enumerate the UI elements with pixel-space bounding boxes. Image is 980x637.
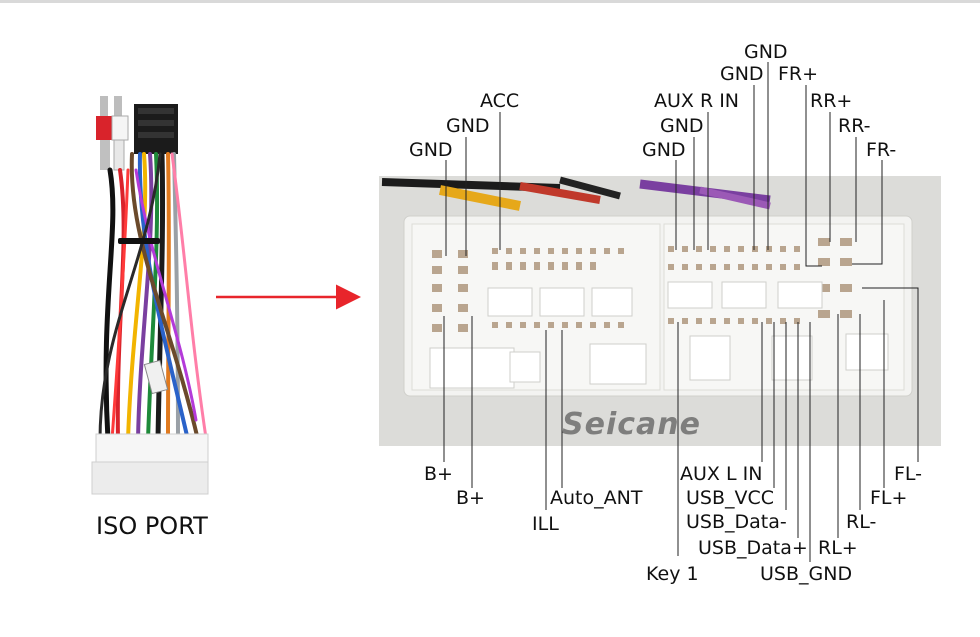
top-pin-labels: GND GND ACC GND GND AUX R IN GND GND FR+… bbox=[409, 41, 896, 161]
wire-bundle bbox=[98, 151, 208, 443]
pin-label-ill: ILL bbox=[532, 513, 559, 535]
right-latches bbox=[667, 281, 889, 381]
iso-port-caption: ISO PORT bbox=[96, 512, 208, 540]
pin-label-aux-l-in: AUX L IN bbox=[680, 463, 762, 485]
pin-label-gnd: GND bbox=[642, 139, 686, 161]
wire-sticker-icon bbox=[143, 359, 169, 395]
pin-label-gnd: GND bbox=[660, 115, 704, 137]
right-pin-holes bbox=[668, 238, 852, 324]
pin-label-usb-data-minus: USB_Data- bbox=[686, 511, 787, 533]
pin-label-usb-data-plus: USB_Data+ bbox=[698, 537, 808, 559]
pin-label-acc: ACC bbox=[480, 90, 519, 112]
iso-harness-image bbox=[91, 96, 209, 495]
leader-lines bbox=[443, 62, 919, 562]
pin-label-b-plus: B+ bbox=[456, 487, 485, 509]
cable-tie-icon bbox=[118, 238, 160, 244]
black-plug-icon bbox=[134, 104, 178, 154]
pin-label-rl-plus: RL+ bbox=[818, 537, 858, 559]
pin-label-gnd: GND bbox=[409, 139, 453, 161]
bottom-pin-labels: B+ B+ ILL Auto_ANT Key 1 AUX L IN USB_VC… bbox=[424, 463, 922, 585]
pin-label-usb-gnd: USB_GND bbox=[760, 563, 852, 585]
pin-label-fl-minus: FL- bbox=[894, 463, 922, 485]
pin-label-fr-minus: FR- bbox=[866, 139, 896, 161]
pin-label-gnd: GND bbox=[720, 63, 764, 85]
pin-label-auto-ant: Auto_ANT bbox=[550, 487, 643, 509]
harness-connector-icon bbox=[91, 433, 209, 495]
pin-label-b-plus: B+ bbox=[424, 463, 453, 485]
pin-label-aux-r-in: AUX R IN bbox=[654, 90, 739, 112]
rca-plugs-icon bbox=[96, 96, 129, 171]
pin-label-rl-minus: RL- bbox=[846, 511, 876, 533]
pin-label-key-1: Key 1 bbox=[646, 563, 699, 585]
pin-label-rr-minus: RR- bbox=[838, 115, 871, 137]
top-border bbox=[0, 0, 980, 3]
pin-label-usb-vcc: USB_VCC bbox=[686, 487, 774, 509]
pin-label-gnd: GND bbox=[446, 115, 490, 137]
pin-label-fl-plus: FL+ bbox=[870, 487, 907, 509]
pin-label-fr-plus: FR+ bbox=[778, 63, 818, 85]
connector-photo bbox=[379, 176, 941, 446]
pin-label-rr-plus: RR+ bbox=[810, 90, 852, 112]
pin-label-gnd: GND bbox=[744, 41, 788, 63]
left-pin-holes bbox=[432, 248, 624, 332]
seicane-watermark: Seicane bbox=[562, 407, 701, 442]
